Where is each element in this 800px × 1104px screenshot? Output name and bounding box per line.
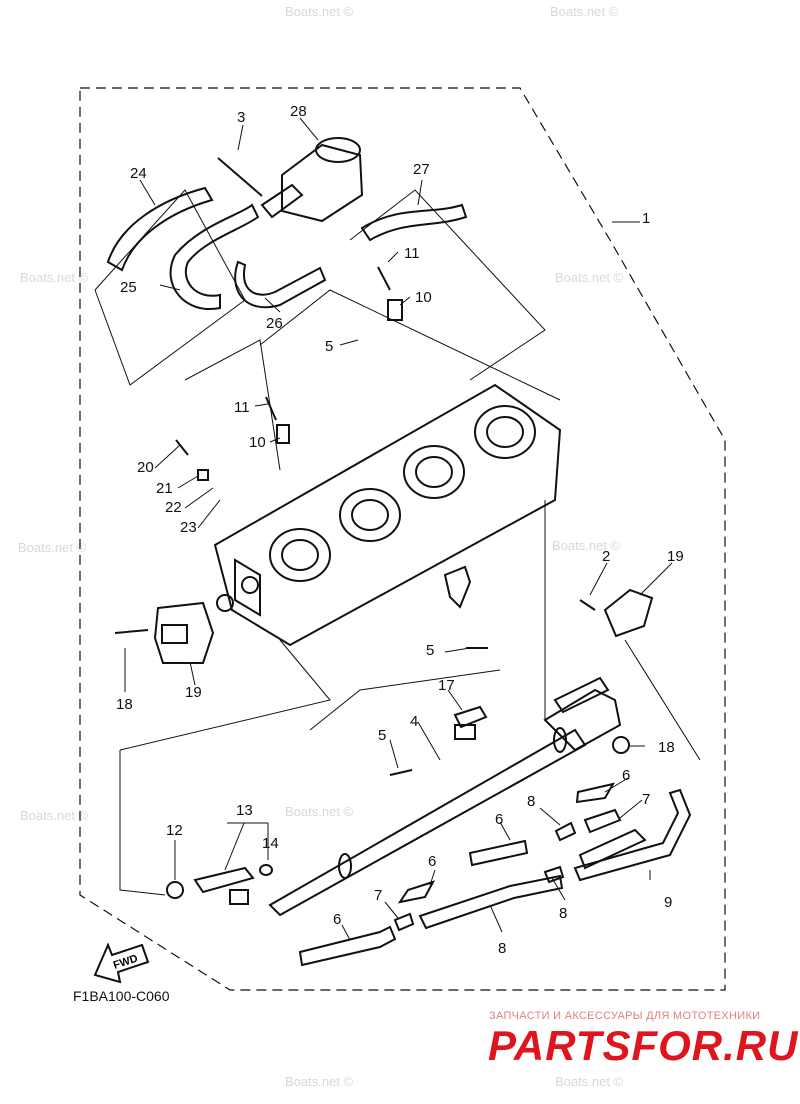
callout-27: 27 (413, 161, 430, 178)
dealer-tagline: ЗАПЧАСТИ И АКСЕССУАРЫ ДЛЯ МОТОТЕХНИКИ (489, 1010, 761, 1022)
watermark: Boats.net © (550, 4, 619, 19)
assembly-boundary (79, 87, 726, 991)
callout-14: 14 (262, 835, 279, 852)
hose-24 (106, 186, 214, 272)
callout-8: 8 (559, 905, 567, 922)
watermark: Boats.net © (285, 1074, 354, 1089)
callout-9: 9 (664, 894, 672, 911)
callout-5: 5 (378, 727, 386, 744)
idle-air-control-valve (217, 137, 364, 223)
callout-leaders (124, 117, 673, 941)
callout-23: 23 (180, 519, 197, 536)
callout-10: 10 (249, 434, 266, 451)
callout-20: 20 (137, 459, 154, 476)
callout-3: 3 (237, 109, 245, 126)
watermark: Boats.net © (285, 4, 354, 19)
watermark: Boats.net © (18, 540, 87, 555)
diagram-code: F1BA100-C060 (73, 988, 170, 1004)
callout-7: 8 (498, 940, 506, 957)
callout-2: 2 (602, 548, 610, 565)
callout-6: 6 (428, 853, 436, 870)
callout-25: 25 (120, 279, 137, 296)
callout-28: 28 (290, 103, 307, 120)
callout-22: 22 (165, 499, 182, 516)
callout-17: 19 (667, 548, 684, 565)
fuel-injector (166, 864, 273, 905)
callout-1: 1 (642, 210, 650, 227)
callout-8: 7 (374, 887, 382, 904)
watermark: Boats.net © (20, 270, 89, 285)
callout-10: 10 (415, 289, 432, 306)
callout-8: 8 (527, 793, 535, 810)
watermark-layer: Boats.net © Boats.net © Boats.net © Boat… (18, 4, 624, 1089)
callout-4: 4 (410, 713, 418, 730)
hose-26 (234, 260, 327, 309)
callout-24: 24 (130, 165, 147, 182)
callout-21: 21 (156, 480, 173, 497)
callout-19: 19 (185, 684, 202, 701)
callout-12: 12 (166, 822, 183, 839)
callout-5: 5 (426, 642, 434, 659)
callout-labels: 3 28 24 25 26 27 1 11 10 5 11 10 20 21 2… (116, 103, 684, 957)
callout-11: 11 (404, 245, 420, 262)
callout-16: 18 (658, 739, 675, 756)
watermark: Boats.net © (552, 538, 621, 553)
fuel-rail (268, 676, 622, 917)
watermark: Boats.net © (285, 804, 354, 819)
fuel-hoses (298, 782, 692, 967)
callout-18: 18 (116, 696, 133, 713)
dealer-logo: PARTSFOR.RU (488, 1022, 799, 1069)
hose-25 (169, 203, 260, 311)
fwd-arrow-icon: FWD (93, 942, 150, 984)
callout-13: 13 (236, 802, 253, 819)
callout-26: 26 (266, 315, 283, 332)
small-parts (175, 266, 654, 776)
watermark: Boats.net © (20, 808, 89, 823)
callout-11: 11 (234, 399, 250, 416)
throttle-body-assembly (213, 383, 562, 647)
watermark: Boats.net © (555, 270, 624, 285)
callout-6: 6 (622, 767, 630, 784)
callout-5: 5 (325, 338, 333, 355)
callout-6: 6 (495, 811, 503, 828)
throttle-position-sensor (114, 594, 234, 664)
callout-7: 7 (642, 791, 650, 808)
callout-6: 6 (333, 911, 341, 928)
callout-15: 17 (438, 677, 455, 694)
hose-27 (360, 203, 468, 242)
watermark: Boats.net © (555, 1074, 624, 1089)
